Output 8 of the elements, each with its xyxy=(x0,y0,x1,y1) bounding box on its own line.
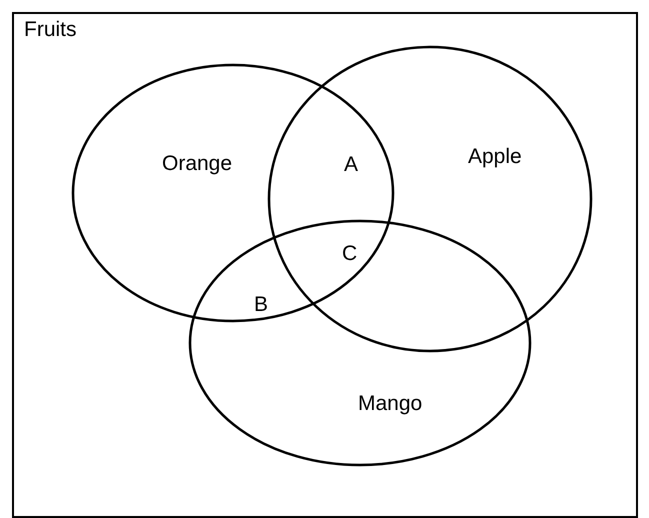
universe-label: Fruits xyxy=(24,18,76,42)
universe-box xyxy=(12,12,638,518)
set-label: Orange xyxy=(162,152,232,176)
set-label: Mango xyxy=(358,392,422,416)
region-label: B xyxy=(254,293,268,317)
region-label: C xyxy=(342,242,358,266)
set-label: Apple xyxy=(468,145,522,169)
region-label: A xyxy=(344,153,358,177)
